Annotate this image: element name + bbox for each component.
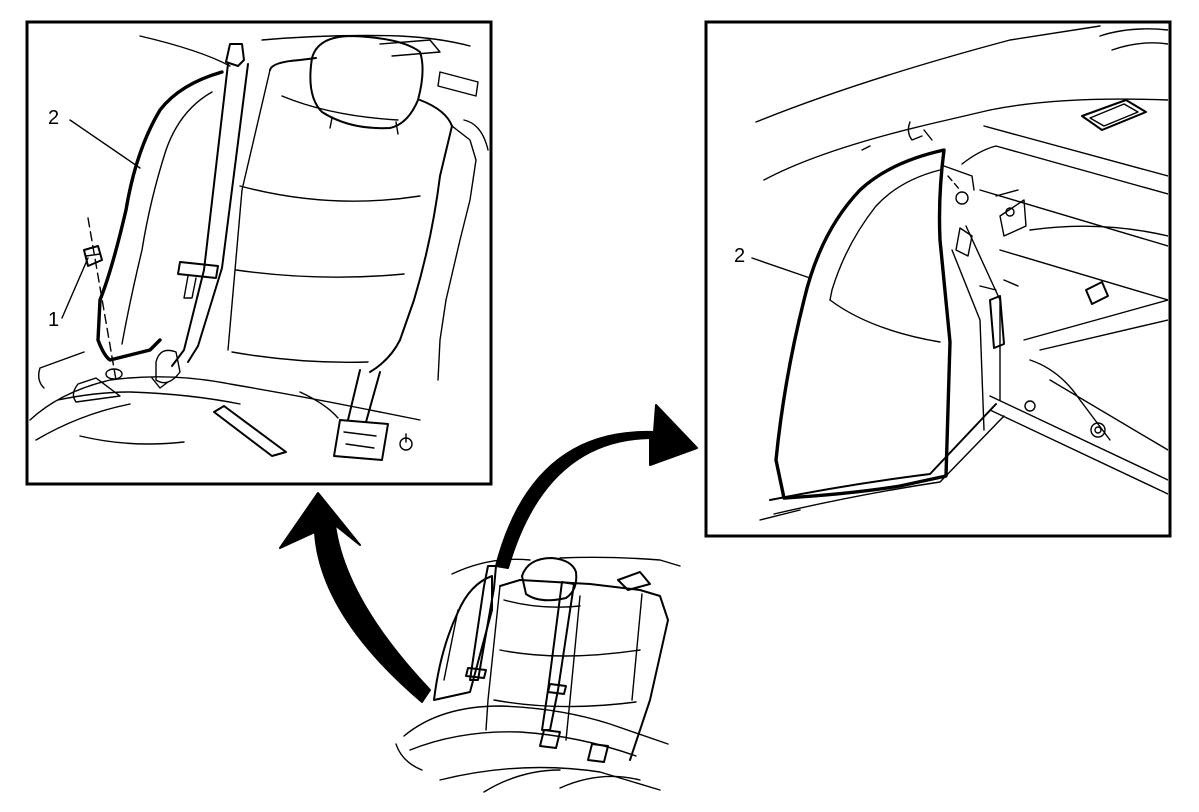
latch-bracket	[999, 199, 1027, 237]
callout-leader-2-left	[69, 119, 141, 169]
overview-headrest	[521, 557, 578, 602]
belt-latch-plate	[177, 261, 219, 279]
callout-label-2-right: 2	[734, 245, 745, 267]
overview-shelf-vent	[617, 571, 651, 591]
rear-seat-overview	[395, 556, 681, 793]
belt-buckle-right	[333, 419, 389, 461]
left-detail-frame	[25, 20, 493, 486]
outer-bolster-right-view	[774, 148, 952, 500]
bolt-install-line	[87, 217, 117, 381]
callout-label-1: 1	[48, 309, 59, 331]
right-detail-frame	[704, 20, 1172, 538]
shelf-vent	[1081, 99, 1147, 131]
callout-leader-2-right	[751, 257, 811, 279]
headrest-left-view	[309, 35, 424, 130]
callout-label-2-left: 2	[48, 107, 59, 129]
arrow-to-left-detail	[279, 492, 431, 703]
arrow-to-right-detail	[495, 404, 698, 569]
belt-anchor-upper	[225, 43, 245, 67]
right-detail-view: 2	[704, 20, 1172, 538]
outer-bolster-left-view	[96, 70, 224, 362]
callout-leader-1	[61, 257, 89, 319]
left-detail-view: 2 1	[25, 20, 493, 486]
overview-outer-bolster	[433, 575, 493, 701]
